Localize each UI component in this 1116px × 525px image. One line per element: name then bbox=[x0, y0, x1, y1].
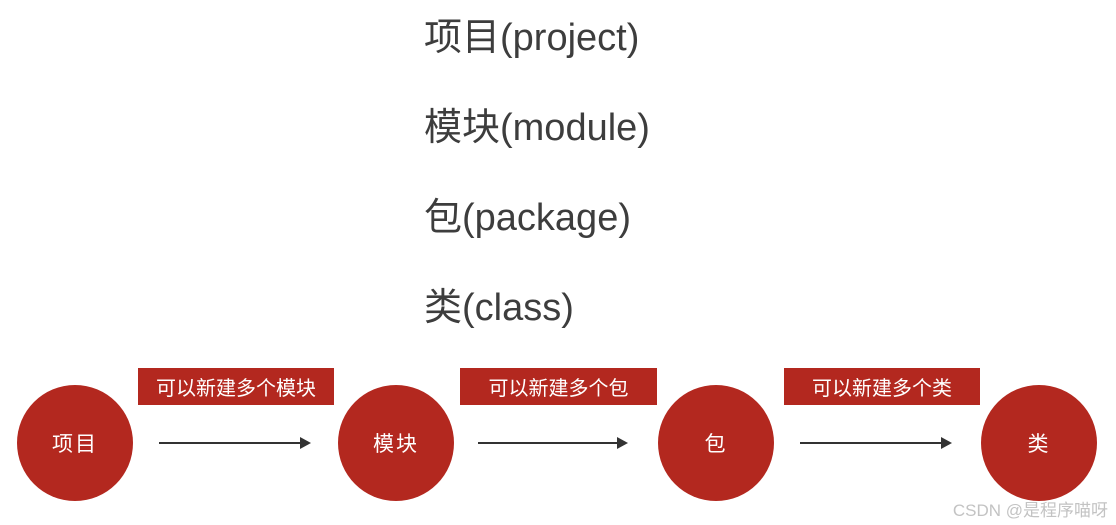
hierarchy-list: 项目(project) 模块(module) 包(package) 类(clas… bbox=[424, 14, 650, 374]
hierarchy-item-class: 类(class) bbox=[424, 287, 574, 329]
flow-node-label: 包 bbox=[704, 433, 728, 456]
flow-node-label: 模块 bbox=[373, 433, 419, 456]
flow-node-package: 包 bbox=[658, 385, 774, 501]
hierarchy-item-project: 项目(project) bbox=[424, 17, 640, 59]
edge-label-new-classes: 可以新建多个类 bbox=[784, 368, 980, 405]
hierarchy-item-module: 模块(module) bbox=[424, 107, 650, 149]
hierarchy-item-package: 包(package) bbox=[424, 197, 631, 239]
arrow-right-icon bbox=[159, 437, 311, 449]
arrow-right-icon bbox=[478, 437, 628, 449]
flow-node-label: 类 bbox=[1027, 433, 1051, 456]
edge-label-new-packages: 可以新建多个包 bbox=[460, 368, 657, 405]
watermark: CSDN @是程序喵呀 bbox=[952, 501, 1108, 520]
flow-node-class: 类 bbox=[981, 385, 1097, 501]
arrow-right-icon bbox=[800, 437, 952, 449]
edge-label-new-modules: 可以新建多个模块 bbox=[138, 368, 334, 405]
flow-node-module: 模块 bbox=[338, 385, 454, 501]
flow-node-label: 项目 bbox=[52, 433, 98, 456]
flow-node-project: 项目 bbox=[17, 385, 133, 501]
